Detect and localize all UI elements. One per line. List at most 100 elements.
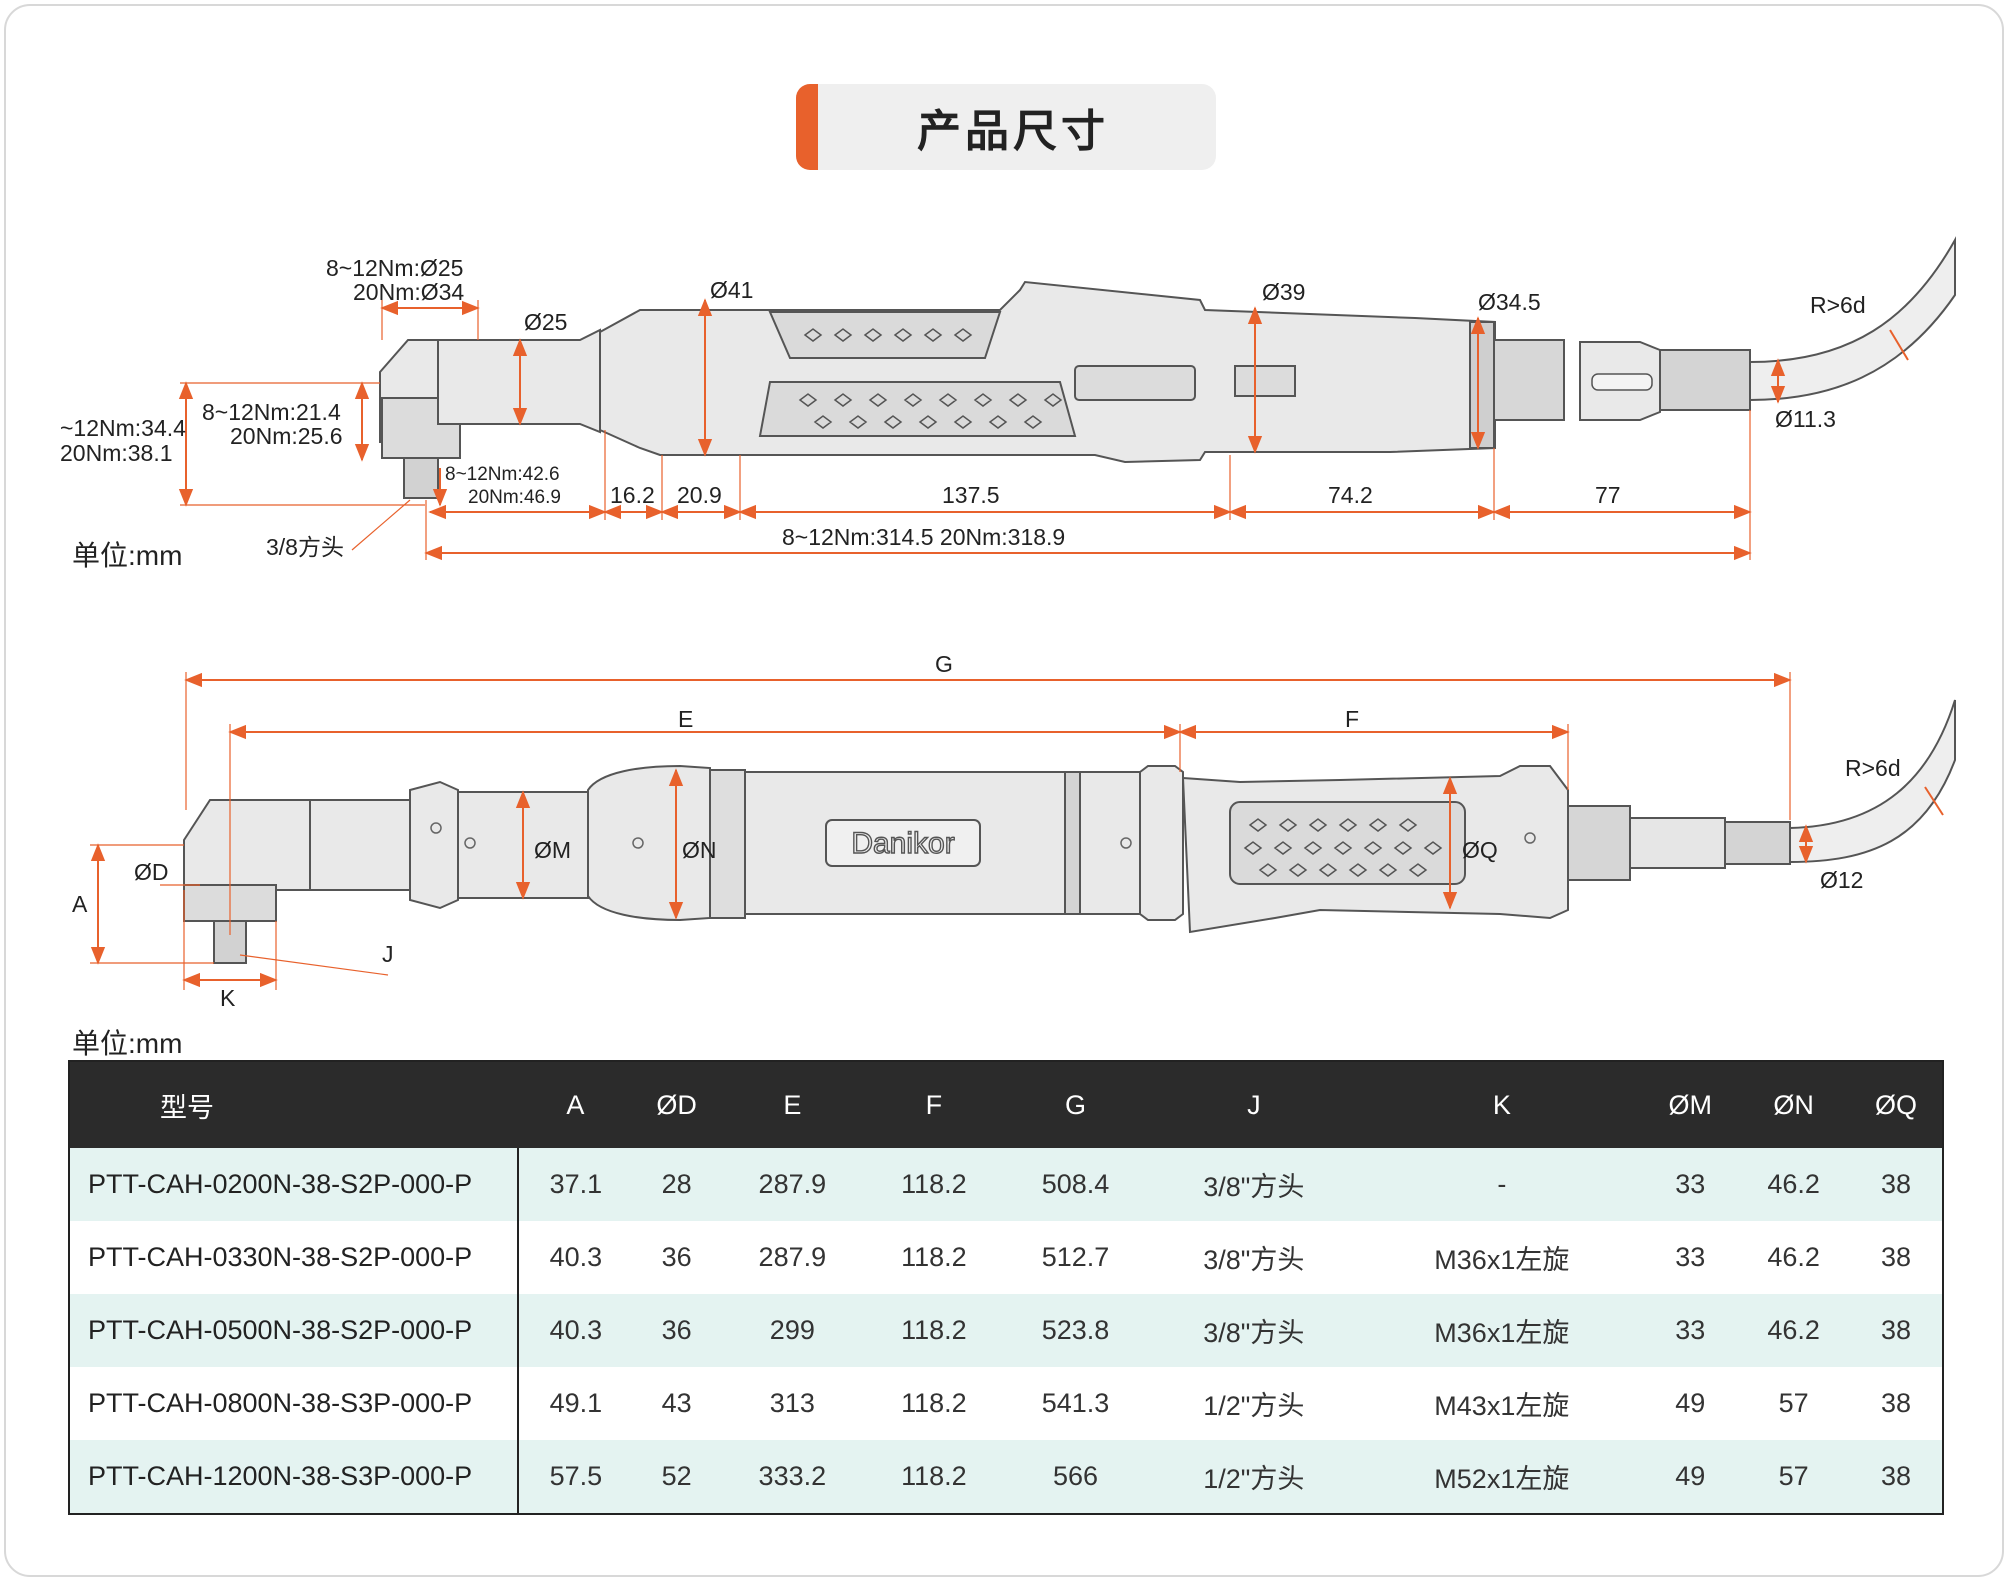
cell-a: 57.5 (518, 1440, 633, 1514)
bottom-knurled-nut (1567, 805, 1631, 881)
col-e: E (720, 1061, 865, 1148)
cell-q: 38 (1849, 1148, 1943, 1221)
cell-g: 523.8 (1003, 1294, 1148, 1367)
top-d25-label: Ø25 (524, 309, 567, 335)
cell-j: 1/2"方头 (1147, 1440, 1361, 1514)
bottom-radius-label: R>6d (1845, 755, 1901, 781)
cell-n: 46.2 (1737, 1148, 1850, 1221)
top-cable (1749, 236, 1956, 402)
title-banner: 产品尺寸 (796, 84, 1216, 170)
spec-table: 型号 A ØD E F G J K ØM ØN ØQ PTT-CAH-0200N… (68, 1060, 1944, 1515)
cell-f: 118.2 (864, 1367, 1004, 1440)
top-square-drive (403, 457, 439, 499)
cell-j: 1/2"方头 (1147, 1367, 1361, 1440)
bottom-collar-ring (409, 780, 459, 910)
cell-j: 3/8"方头 (1147, 1148, 1361, 1221)
cell-k: M52x1左旋 (1360, 1440, 1644, 1514)
bottom-strain-relief (1724, 821, 1791, 865)
bottom-n-label: ØN (682, 837, 717, 863)
cell-f: 118.2 (864, 1148, 1004, 1221)
col-f: F (864, 1061, 1004, 1148)
bottom-dimension-lines (90, 672, 1944, 988)
cell-q: 38 (1849, 1440, 1943, 1514)
bottom-n-ring (709, 769, 746, 919)
top-label-window (1234, 365, 1296, 397)
cell-m: 33 (1643, 1294, 1738, 1367)
top-display-window (1074, 365, 1196, 401)
bottom-grip-pattern (1243, 818, 1443, 877)
cell-e: 313 (720, 1367, 865, 1440)
bottom-g-label: G (935, 651, 953, 677)
top-dim-137-5: 137.5 (942, 482, 1000, 508)
page-title: 产品尺寸 (917, 107, 1109, 156)
bottom-tube-ring (1139, 765, 1184, 921)
unit-label-bottom: 单位:mm (72, 1028, 183, 1059)
bottom-f-label: F (1345, 706, 1359, 732)
bottom-screw-dots (430, 822, 1536, 849)
top-tool-outline (379, 236, 1956, 499)
page-frame (4, 4, 2004, 1577)
cell-a: 37.1 (518, 1148, 633, 1221)
top-logo-badge (1591, 373, 1653, 391)
bottom-q-label: ØQ (1462, 837, 1498, 863)
bottom-d12-label: Ø12 (1820, 867, 1863, 893)
cell-g: 541.3 (1003, 1367, 1148, 1440)
col-n: ØN (1737, 1061, 1850, 1148)
cell-g: 508.4 (1003, 1148, 1148, 1221)
top-extension-lines (180, 300, 1751, 560)
bottom-extension-lines (90, 672, 1791, 990)
unit-label-top: 单位:mm (72, 540, 183, 571)
cell-d: 36 (632, 1294, 721, 1367)
top-head-dia-2: 20Nm:Ø34 (353, 279, 464, 305)
cell-d: 36 (632, 1221, 721, 1294)
cell-g: 512.7 (1003, 1221, 1148, 1294)
table-row: PTT-CAH-1200N-38-S3P-000-P 57.5 52 333.2… (69, 1440, 1943, 1514)
cell-q: 38 (1849, 1367, 1943, 1440)
cell-d: 43 (632, 1367, 721, 1440)
cell-n: 57 (1737, 1440, 1850, 1514)
top-d41-label: Ø41 (710, 277, 753, 303)
top-strain-relief (1659, 349, 1751, 411)
col-q: ØQ (1849, 1061, 1943, 1148)
cell-e: 299 (720, 1294, 865, 1367)
col-m: ØM (1643, 1061, 1738, 1148)
top-head-h-left-2: 20Nm:38.1 (60, 440, 173, 466)
cell-model: PTT-CAH-1200N-38-S3P-000-P (69, 1440, 519, 1514)
cell-model: PTT-CAH-0330N-38-S2P-000-P (69, 1221, 519, 1294)
cell-j: 3/8"方头 (1147, 1221, 1361, 1294)
col-model: 型号 (69, 1061, 518, 1148)
cell-a: 40.3 (518, 1294, 633, 1367)
cell-q: 38 (1849, 1294, 1943, 1367)
cell-m: 33 (1643, 1148, 1738, 1221)
table-row: PTT-CAH-0800N-38-S3P-000-P 49.1 43 313 1… (69, 1367, 1943, 1440)
bottom-grip-panel (1229, 801, 1466, 885)
top-head-h-mid-1: 8~12Nm:21.4 (202, 399, 341, 425)
cell-k: M43x1左旋 (1360, 1367, 1644, 1440)
cell-a: 49.1 (518, 1367, 633, 1440)
bottom-brand-text: Danikor (851, 827, 954, 860)
bottom-k-label: K (220, 985, 236, 1011)
bottom-angle-head (183, 799, 311, 891)
cell-f: 118.2 (864, 1294, 1004, 1367)
cell-model: PTT-CAH-0200N-38-S2P-000-P (69, 1148, 519, 1221)
top-dimension-lines (178, 298, 1909, 561)
top-rear-ring (1469, 321, 1495, 449)
top-square-label: 3/8方头 (266, 534, 344, 560)
bottom-brand-plate (825, 819, 981, 867)
bottom-connector (1629, 817, 1726, 869)
top-grip-pattern (798, 328, 1063, 429)
cell-n: 57 (1737, 1367, 1850, 1440)
cell-d: 28 (632, 1148, 721, 1221)
cell-a: 40.3 (518, 1221, 633, 1294)
top-head-dia-1: 8~12Nm:Ø25 (326, 255, 463, 281)
top-d39-label: Ø39 (1262, 279, 1305, 305)
cell-e: 287.9 (720, 1221, 865, 1294)
top-head-h-mid-2: 20Nm:25.6 (230, 423, 343, 449)
top-grip-lower (758, 381, 1077, 437)
cell-k: M36x1左旋 (1360, 1221, 1644, 1294)
top-radius-label: R>6d (1810, 292, 1866, 318)
cell-m: 33 (1643, 1221, 1738, 1294)
cell-j: 3/8"方头 (1147, 1294, 1361, 1367)
bottom-a-label: A (72, 891, 88, 917)
